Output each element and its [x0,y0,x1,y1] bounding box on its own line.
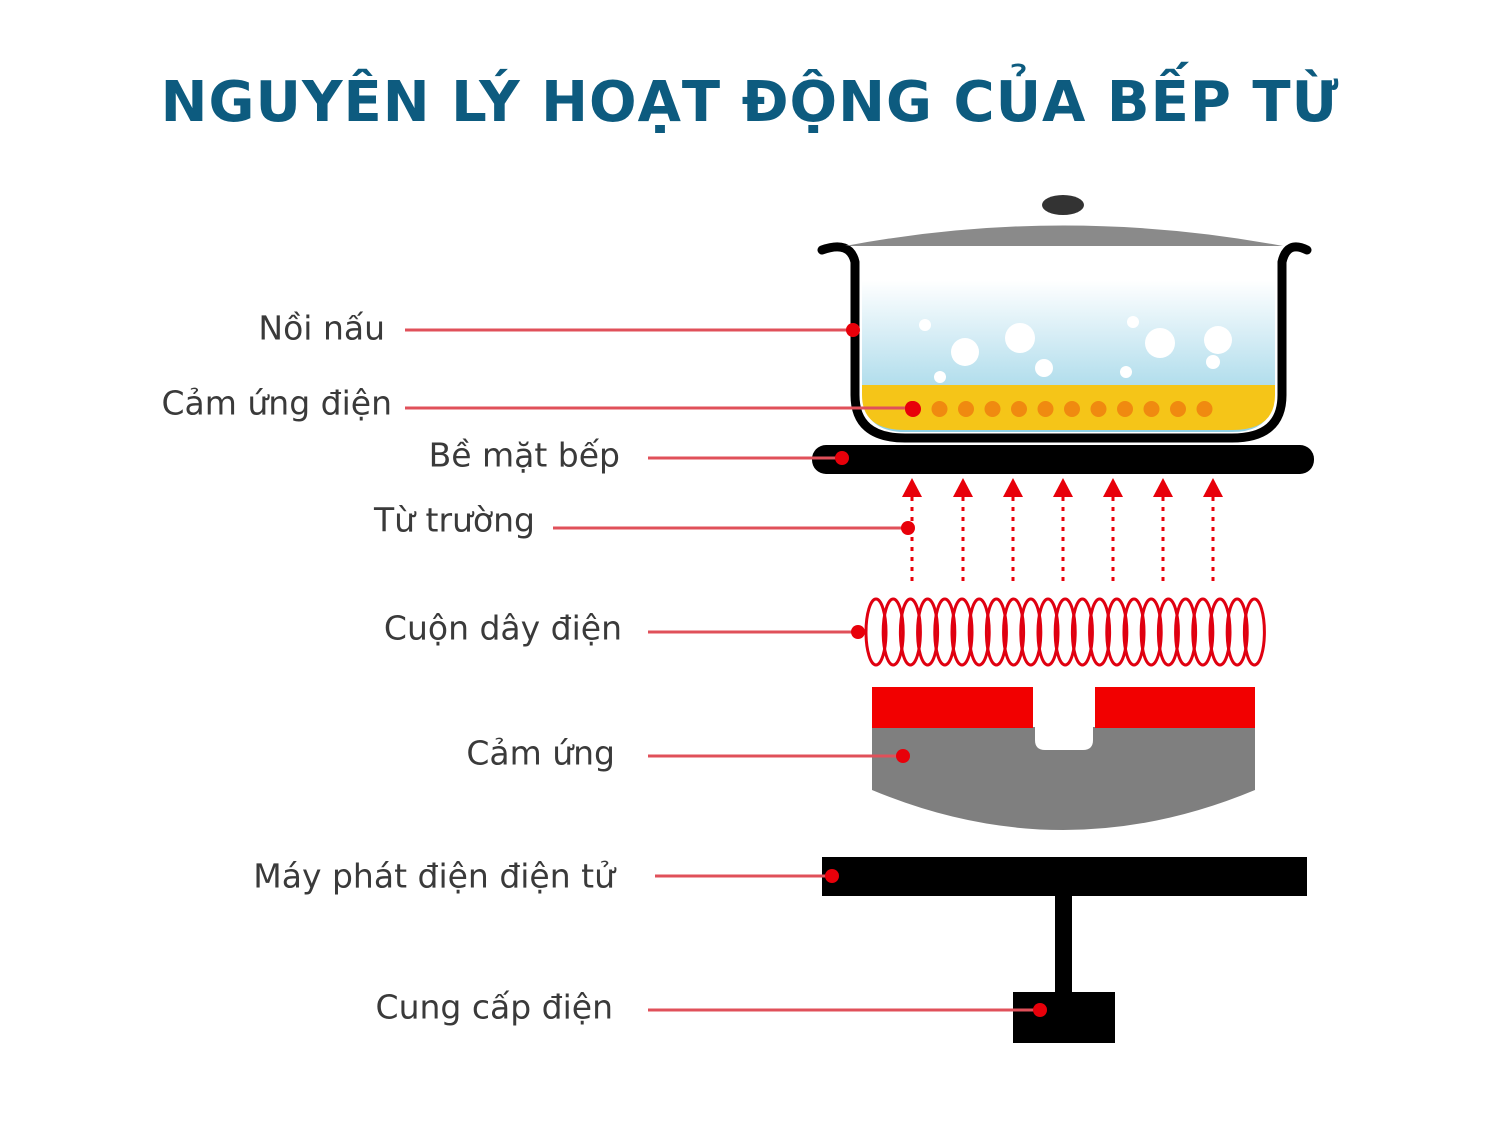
pot-body [817,242,1312,443]
heat-dot [1011,401,1027,417]
coil-loop [967,597,991,667]
coil-loop [881,597,905,667]
coil-loop [1191,597,1215,667]
heat-dot [1064,401,1080,417]
coil-loop [950,597,974,667]
core-red-left [872,687,1033,728]
label-cooktop-surface: Bề mặt bếp [428,435,620,475]
pot [817,195,1312,443]
coil-loop [1122,597,1146,667]
leader-lines [405,323,1047,1017]
heat-dot [1090,401,1107,417]
leader-dot [846,323,860,337]
coil-loop [1070,597,1094,667]
arrow-head-icon [1103,478,1123,497]
arrow-head-icon [1153,478,1173,497]
heat-dot [1196,401,1213,417]
label-pot: Nồi nấu [258,308,385,348]
leader-dot [1033,1003,1047,1017]
magnet-core [872,686,1255,830]
coil-loop [1088,597,1112,667]
heat-dot [984,401,1001,417]
coil-loop [1139,597,1163,667]
induction-coil [864,597,1266,667]
label-induction-core: Cảm ứng [466,733,615,773]
label-induction-layer: Cảm ứng điện [161,383,392,423]
coil-loop [933,597,957,667]
coil-loop [1105,597,1129,667]
coil-loop [1156,597,1180,667]
core-notch [1035,686,1093,750]
coil-loop [898,597,922,667]
page-title: NGUYÊN LÝ HOẠT ĐỘNG CỦA BẾP TỪ [160,70,1340,135]
heat-dot [1143,401,1160,417]
coil-loop [1225,597,1249,667]
arrow-head-icon [953,478,973,497]
arrow-head-icon [1003,478,1023,497]
magnetic-field-arrows [902,478,1223,582]
label-generator: Máy phát điện điện tử [253,856,615,896]
label-magnetic-field: Từ trường [373,500,535,540]
heat-dot [1117,401,1133,417]
bubbles [919,316,1232,383]
arrow-head-icon [1053,478,1073,497]
coil-loop [1036,597,1060,667]
core-red-right [1095,687,1255,728]
leader-dot [851,625,865,639]
leader-dot [901,521,915,535]
coil-loop [1174,597,1198,667]
lid-knob [1042,195,1084,215]
coil-loop [1242,597,1266,667]
coil-loop [1002,597,1026,667]
heat-dot [1037,401,1054,417]
heat-dot [931,401,948,417]
leader-dot [835,451,849,465]
heat-dot [958,401,974,417]
label-power-supply: Cung cấp điện [375,987,613,1027]
generator-bar [822,857,1307,896]
coil-loop [1208,597,1232,667]
coil-loop [916,597,940,667]
generator-stem [1055,895,1072,995]
leader-dot [905,401,919,415]
coil-loop [1019,597,1043,667]
coil-loop [864,597,888,667]
coil-loop [984,597,1008,667]
leader-dot [825,869,839,883]
coil-loop [1053,597,1077,667]
pot-lid [845,225,1283,246]
arrow-head-icon [902,478,922,497]
label-coil: Cuộn dây điện [383,608,622,648]
core-gray [872,727,1255,830]
leader-dot [896,749,910,763]
arrow-head-icon [1203,478,1223,497]
power-supply-box [1013,992,1115,1043]
cooktop-surface [812,445,1314,474]
heat-dot [1170,401,1186,417]
